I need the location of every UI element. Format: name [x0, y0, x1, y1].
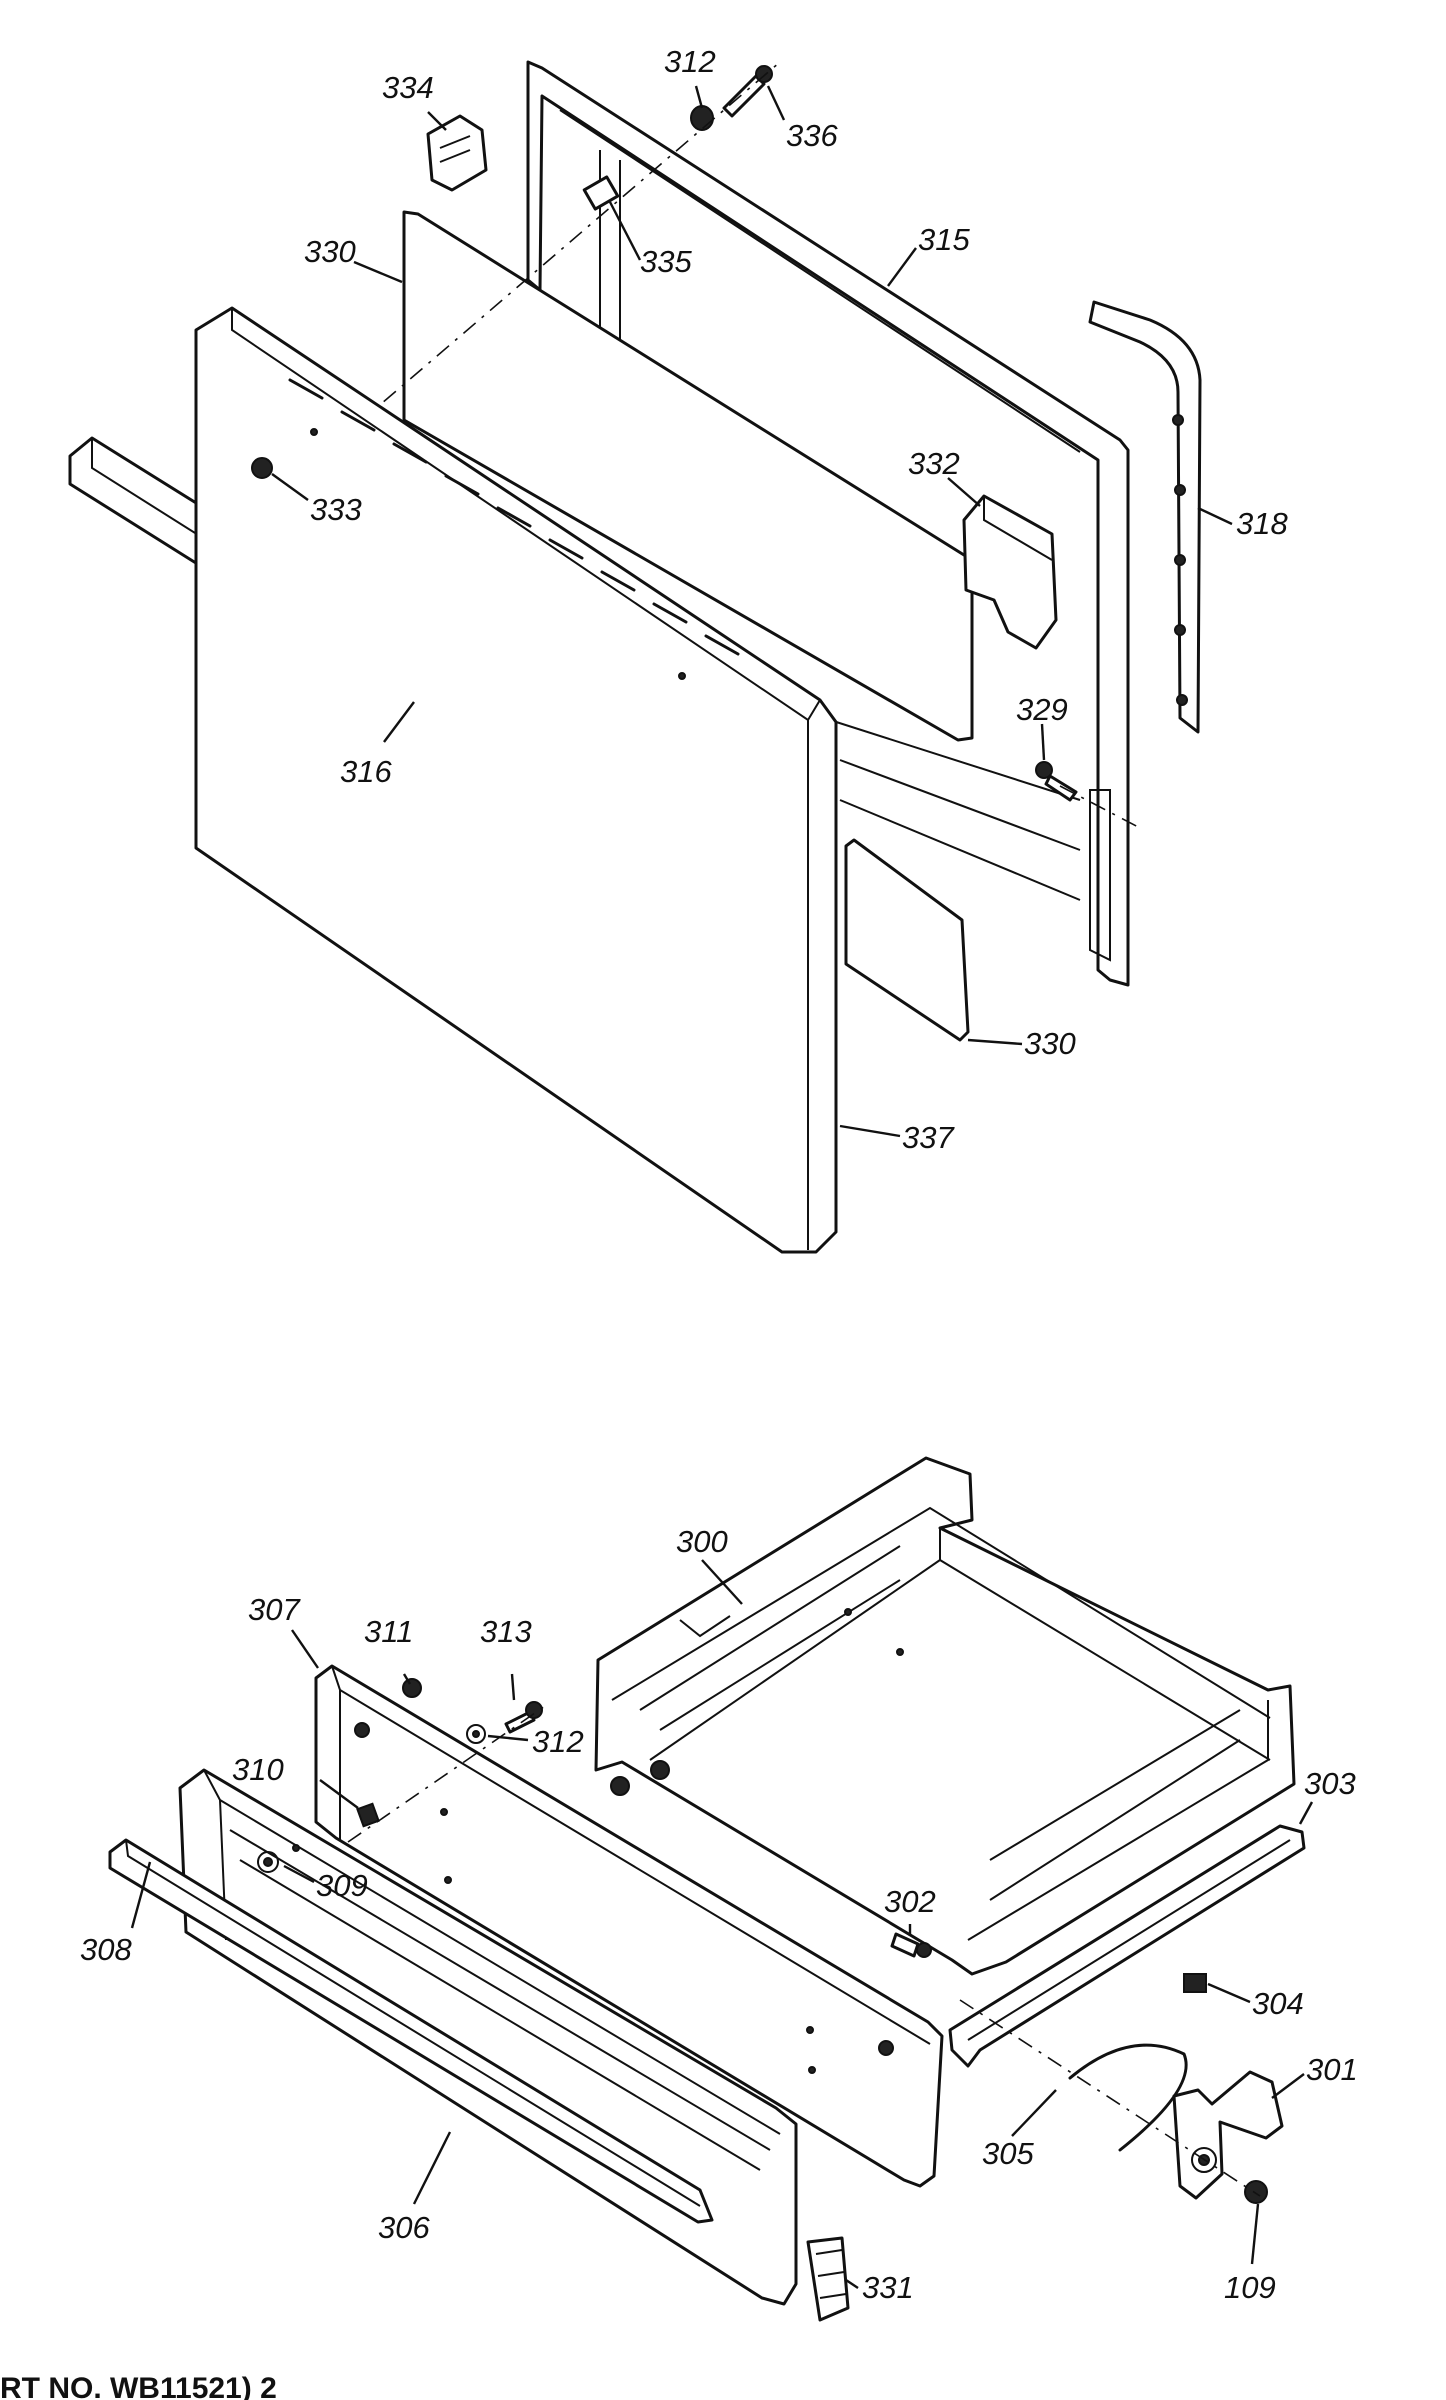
- nut-333: [251, 457, 273, 479]
- label-330-lower: 330: [1024, 1026, 1076, 1061]
- screw-302: [890, 1932, 932, 1958]
- leader-lines: [130, 85, 1314, 2289]
- block-304: [1183, 1973, 1207, 1993]
- label-336: 336: [786, 118, 838, 153]
- label-304: 304: [1252, 1986, 1304, 2021]
- label-310: 310: [232, 1752, 284, 1787]
- slide-rail-303: [948, 1824, 1306, 2068]
- label-330-upper: 330: [304, 234, 356, 269]
- label-316: 316: [340, 754, 392, 789]
- drawer-body-300: [594, 1456, 1296, 1976]
- label-300: 300: [676, 1524, 728, 1559]
- stud-310: [356, 1802, 380, 1828]
- label-303: 303: [1304, 1766, 1356, 1801]
- drawer-inner-panel-307: [314, 1664, 944, 2188]
- nut-109: [1244, 2180, 1268, 2204]
- label-333: 333: [310, 492, 362, 527]
- ring-clip-305: [1068, 2043, 1188, 2152]
- bracket-331: [806, 2236, 850, 2322]
- nut-312: [690, 105, 714, 131]
- label-335: 335: [640, 244, 692, 279]
- part-number-footer: RT NO. WB11521) 2: [0, 2372, 277, 2400]
- label-301: 301: [1306, 2052, 1358, 2087]
- screw-329: [1035, 761, 1078, 802]
- label-307: 307: [248, 1592, 301, 1627]
- label-313: 313: [480, 1614, 532, 1649]
- nut-311: [402, 1678, 422, 1698]
- label-306: 306: [378, 2210, 430, 2245]
- hinge-clip-334: [426, 114, 488, 192]
- washer-312: [466, 1724, 486, 1744]
- door-seal-318: [1088, 300, 1202, 734]
- label-302: 302: [884, 1884, 936, 1919]
- label-332: 332: [908, 446, 960, 481]
- label-311: 311: [364, 1614, 413, 1649]
- drawer-handle-308: [108, 1838, 714, 2224]
- label-315: 315: [918, 222, 970, 257]
- label-312-bottom: 312: [532, 1724, 584, 1759]
- screw-313: [504, 1701, 543, 1734]
- insulation-panel-330-upper: [402, 210, 974, 742]
- label-308: 308: [80, 1932, 132, 1967]
- part-labels: 312 336 334 330 335 315 333 332 318 316 …: [80, 44, 1358, 2305]
- insulation-block-332: [962, 494, 1058, 650]
- vent-slots: [288, 378, 740, 656]
- screw-336: [722, 65, 773, 118]
- label-109: 109: [1224, 2270, 1276, 2305]
- stud-335: [582, 175, 620, 211]
- label-318: 318: [1236, 506, 1288, 541]
- outer-door-panel-337: [194, 306, 838, 1254]
- label-334: 334: [382, 70, 434, 105]
- label-305: 305: [982, 2136, 1034, 2171]
- label-309: 309: [316, 1868, 368, 1903]
- hinge-bracket-301: [1172, 2070, 1284, 2200]
- insulation-panel-330-lower: [844, 838, 970, 1042]
- label-331: 331: [862, 2270, 914, 2305]
- label-337: 337: [902, 1120, 955, 1155]
- label-329: 329: [1016, 692, 1068, 727]
- label-312-top: 312: [664, 44, 716, 79]
